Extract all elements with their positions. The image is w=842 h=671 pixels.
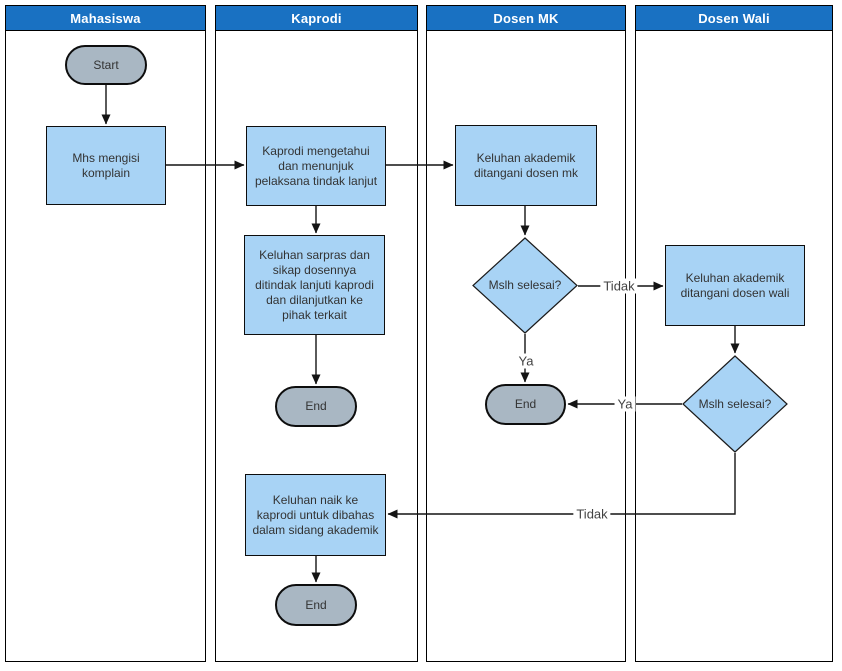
node-end-kaprodi-2: End [275,584,357,626]
lane-header-dosen-mk: Dosen MK [427,6,625,31]
decision-label-mk: Mslh selesai? [488,278,562,292]
node-start: Start [65,45,147,85]
diamond-shape-mk [472,237,578,334]
edge-label-mk-tidak: Tidak [600,278,638,294]
lane-header-dosen-wali: Dosen Wali [636,6,832,31]
node-decision-mslh-selesai-mk: Mslh selesai? [472,237,578,334]
node-keluhan-sarpras: Keluhan sarpras dan sikap dosennya ditin… [244,235,385,335]
node-decision-mslh-selesai-wali: Mslh selesai? [682,355,788,453]
edge-label-wali-ya: Ya [614,396,636,412]
node-end-dosen-mk: End [485,384,566,425]
node-kaprodi-menunjuk: Kaprodi mengetahui dan menunjuk pelaksan… [246,126,386,206]
edge-label-mk-ya: Ya [515,353,537,369]
lane-dosen-mk: Dosen MK [426,5,626,662]
node-mhs-mengisi-komplain: Mhs mengisi komplain [46,126,166,205]
node-keluhan-naik-sidang: Keluhan naik ke kaprodi untuk dibahas da… [245,474,386,556]
lane-header-mahasiswa: Mahasiswa [6,6,205,31]
lane-header-kaprodi: Kaprodi [216,6,417,31]
node-keluhan-dosen-mk: Keluhan akademik ditangani dosen mk [455,125,597,206]
lane-dosen-wali: Dosen Wali [635,5,833,662]
decision-label-wali: Mslh selesai? [698,396,772,411]
lane-mahasiswa: Mahasiswa [5,5,206,662]
node-keluhan-dosen-wali: Keluhan akademik ditangani dosen wali [665,245,805,326]
node-end-kaprodi-1: End [275,386,357,427]
edge-label-wali-tidak: Tidak [573,506,611,522]
diamond-shape-wali [682,355,788,453]
